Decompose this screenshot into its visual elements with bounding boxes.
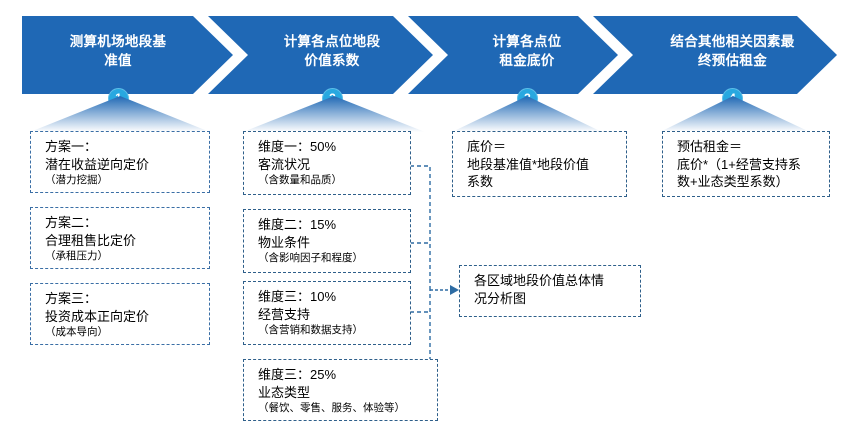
base-price-box[interactable]: 底价＝ 地段基准值*地段价值 系数	[452, 131, 627, 197]
plan-box-1-note: （潜力挖掘）	[45, 174, 108, 186]
dimension-box-2-note: （含影响因子和程度）	[258, 252, 363, 264]
dimension-box-3-main: 维度三：10% 经营支持	[258, 289, 337, 322]
funnel-3	[452, 96, 602, 132]
dimension-box-3-note: （含营销和数据支持）	[258, 324, 363, 336]
plan-box-3-main: 方案三： 投资成本正向定价	[45, 291, 150, 324]
plan-box-2[interactable]: 方案二： 合理租售比定价 （承租压力）	[30, 207, 210, 269]
funnel-4	[660, 96, 810, 132]
plan-box-3[interactable]: 方案三： 投资成本正向定价 （成本导向）	[30, 283, 210, 345]
dimension-box-4-note: （餐饮、零售、服务、体验等）	[258, 402, 405, 414]
process-banner	[22, 16, 837, 94]
base-price-box-main: 底价＝ 地段基准值*地段价值 系数	[467, 139, 590, 189]
plan-box-1-main: 方案一： 潜在收益逆向定价	[45, 139, 150, 172]
region-analysis-box-main: 各区域地段价值总体情 况分析图	[474, 273, 605, 306]
region-analysis-box[interactable]: 各区域地段价值总体情 况分析图	[459, 265, 641, 317]
plan-box-3-note: （成本导向）	[45, 326, 108, 338]
dimension-box-3[interactable]: 维度三：10% 经营支持 （含营销和数据支持）	[243, 281, 411, 345]
plan-box-2-main: 方案二： 合理租售比定价	[45, 215, 137, 248]
dimension-box-2[interactable]: 维度二：15% 物业条件 （含影响因子和程度）	[243, 209, 411, 273]
plan-box-2-note: （承租压力）	[45, 250, 108, 262]
estimated-rent-box-main: 预估租金＝ 底价*（1+经营支持系 数+业态类型系数）	[677, 139, 801, 189]
funnel-1	[30, 96, 210, 132]
dimension-box-2-main: 维度二：15% 物业条件	[258, 217, 337, 250]
dimension-box-1-main: 维度一：50% 客流状况	[258, 139, 337, 172]
plan-box-1[interactable]: 方案一： 潜在收益逆向定价 （潜力挖掘）	[30, 131, 210, 193]
dimension-box-1-note: （含数量和品质）	[258, 174, 342, 186]
dimension-box-1[interactable]: 维度一：50% 客流状况 （含数量和品质）	[243, 131, 411, 195]
estimated-rent-box[interactable]: 预估租金＝ 底价*（1+经营支持系 数+业态类型系数）	[662, 131, 830, 197]
dimension-box-4-main: 维度三：25% 业态类型	[258, 367, 337, 400]
dimension-box-4[interactable]: 维度三：25% 业态类型 （餐饮、零售、服务、体验等）	[243, 359, 438, 421]
funnel-2	[243, 96, 425, 132]
